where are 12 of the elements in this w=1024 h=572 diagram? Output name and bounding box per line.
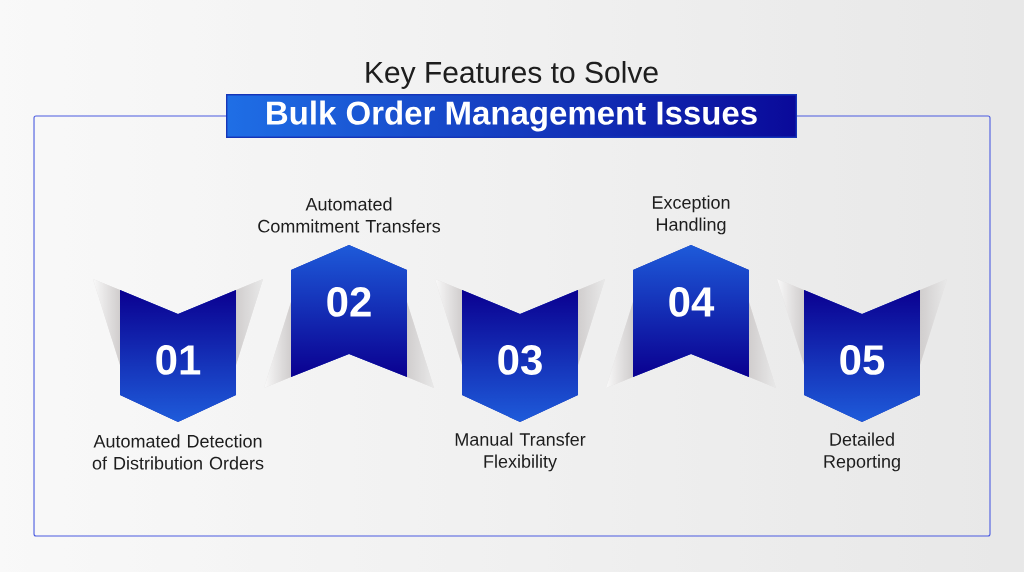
number-text: 05 [840, 345, 885, 375]
caption-text: Automated Detection of Distribution Orders [92, 434, 264, 470]
number-text: 02 [327, 287, 371, 317]
caption-text: Manual Transfer Flexibility [455, 432, 586, 472]
caption-text: Detailed Reporting [824, 432, 900, 472]
caption-text: Automated Commitment Transfers [258, 197, 441, 233]
title-text: Key Features to Solve [366, 61, 658, 89]
number-text: 04 [669, 287, 715, 317]
number-text: 03 [498, 345, 542, 375]
title-banner: Bulk Order Management Issues [226, 94, 797, 138]
caption-text: Exception Handling [652, 195, 730, 235]
number-text: 01 [156, 345, 201, 375]
